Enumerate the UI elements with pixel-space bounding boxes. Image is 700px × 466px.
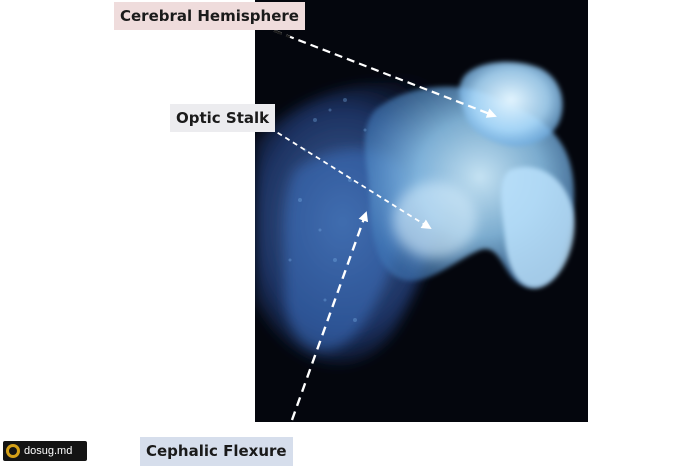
watermark-text: dosug.md: [24, 445, 73, 457]
watermark: dosug.md: [3, 441, 87, 461]
embryo-brain-illustration: [255, 61, 575, 364]
lower-lobe: [501, 166, 575, 289]
optic-stalk-label: Optic Stalk: [170, 104, 276, 132]
embryo-brain-photo: [255, 0, 588, 422]
coin-badge-icon: [6, 444, 20, 458]
cerebral-hemisphere-label: Cerebral Hemisphere: [114, 2, 305, 30]
optic-vesicle: [393, 182, 477, 258]
cephalic-flexure-label: Cephalic Flexure: [140, 437, 293, 466]
